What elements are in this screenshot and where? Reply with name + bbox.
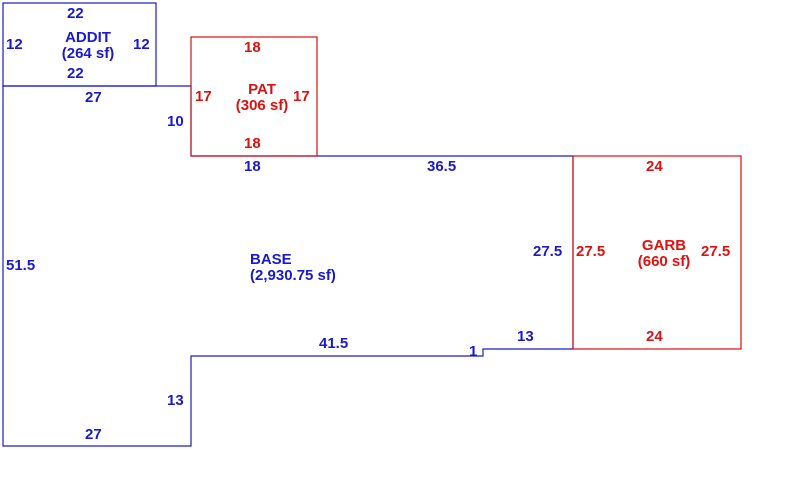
pat-name: PAT	[248, 81, 276, 98]
garb-label: GARB (660 sf)	[628, 238, 700, 270]
pat-bottom-dimension: 18	[244, 135, 261, 152]
garb-left-dimension: 27.5	[576, 243, 606, 260]
base-bottom-mid-dimension: 41.5	[319, 335, 349, 352]
pat-area: (306 sf)	[235, 97, 289, 114]
base-area: (2,930.75 sf)	[250, 267, 336, 284]
addit-top-dimension: 22	[67, 5, 84, 22]
pat-left-dimension: 17	[195, 88, 212, 105]
pat-label: PAT (306 sf)	[225, 82, 299, 114]
addit-left-dimension: 12	[6, 36, 23, 53]
base-label: BASE (2,930.75 sf)	[250, 252, 336, 284]
addit-outline	[2, 2, 157, 87]
base-bottom-right-dimension: 13	[517, 328, 534, 345]
base-name: BASE	[250, 251, 292, 268]
garb-bottom-dimension: 24	[646, 328, 663, 345]
addit-bottom-dimension: 22	[67, 65, 84, 82]
addit-right-dimension: 12	[133, 36, 150, 53]
base-inner-left-dimension: 13	[167, 392, 184, 409]
addit-name: ADDIT	[65, 29, 111, 46]
pat-right-dimension: 17	[293, 88, 310, 105]
base-right-dimension: 27.5	[533, 243, 563, 260]
garb-right-dimension: 27.5	[701, 243, 731, 260]
pat-outline	[190, 36, 318, 157]
base-top-right-dimension: 36.5	[427, 158, 457, 175]
base-step-left-dimension: 10	[167, 113, 184, 130]
garb-name: GARB	[641, 237, 687, 254]
garb-outline	[572, 155, 742, 350]
addit-label: ADDIT (264 sf)	[52, 30, 124, 62]
garb-area: (660 sf)	[637, 253, 691, 270]
addit-area: (264 sf)	[61, 45, 115, 62]
base-top-mid-dimension: 18	[244, 158, 261, 175]
base-top-left-dimension: 27	[85, 89, 102, 106]
pat-top-dimension: 18	[244, 39, 261, 56]
base-bottom-left-dimension: 27	[85, 426, 102, 443]
garb-top-dimension: 24	[646, 158, 663, 175]
base-left-dimension: 51.5	[6, 257, 36, 274]
base-jog-dimension: 1	[469, 343, 478, 360]
